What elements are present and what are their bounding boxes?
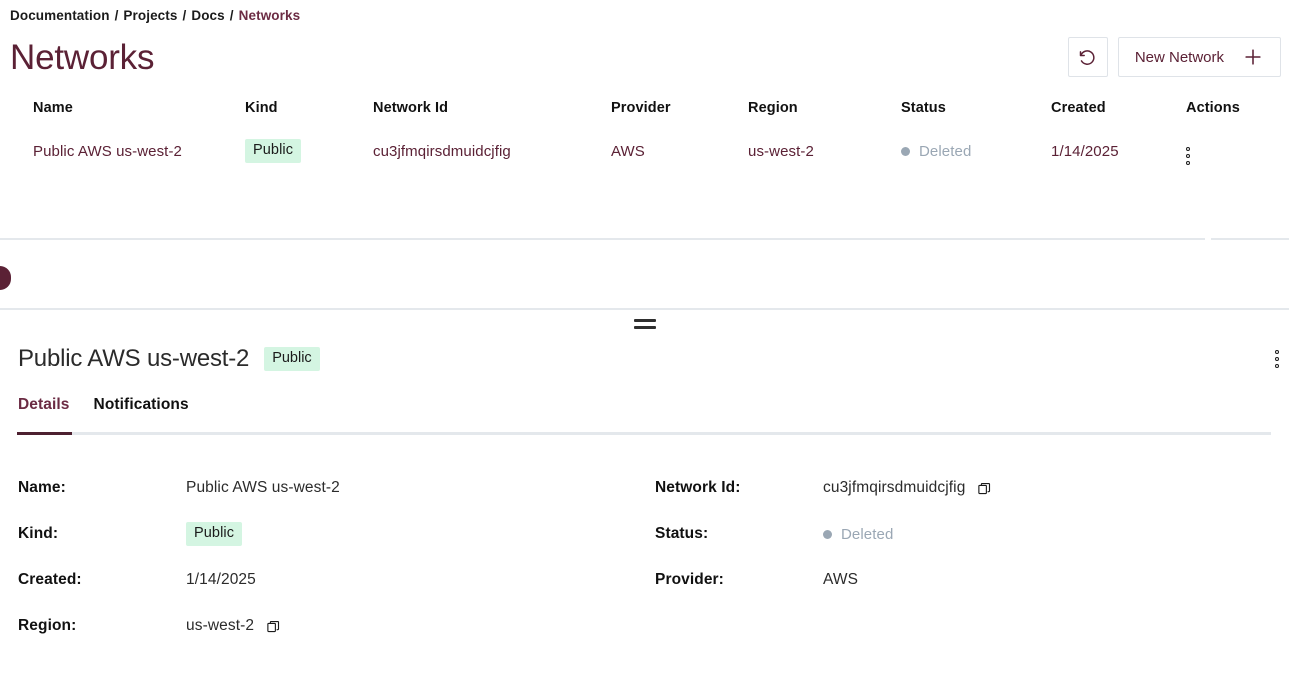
refresh-button[interactable] <box>1067 37 1108 77</box>
detail-title: Public AWS us-west-2 <box>18 345 250 372</box>
refresh-icon <box>1077 47 1098 68</box>
field-kind: Kind: Public <box>18 511 655 557</box>
column-header-provider[interactable]: Provider <box>611 100 671 116</box>
breadcrumb: Documentation / Projects / Docs / Networ… <box>0 0 1289 24</box>
plus-icon <box>1242 46 1264 68</box>
copy-icon[interactable] <box>977 481 992 496</box>
field-label-status: Status: <box>655 525 709 542</box>
breadcrumb-item-docs[interactable]: Docs <box>191 7 225 23</box>
status-label: Deleted <box>919 142 972 160</box>
new-network-label: New Network <box>1134 48 1224 66</box>
field-label-kind: Kind: <box>18 525 59 542</box>
breadcrumb-separator: / <box>229 7 234 23</box>
table-row[interactable]: Public AWS us-west-2 Public cu3jfmqirsdm… <box>0 130 1289 172</box>
panel-resize-handle[interactable] <box>0 310 1289 338</box>
tab-details[interactable]: Details <box>18 396 70 413</box>
drag-handle-icon <box>633 319 656 329</box>
cell-network-id: cu3jfmqirsdmuidcjfig <box>373 142 511 160</box>
kind-badge: Public <box>245 139 302 163</box>
field-status: Status: Deleted <box>655 511 1279 557</box>
field-name: Name: Public AWS us-west-2 <box>18 465 655 511</box>
status-dot-icon <box>901 146 910 156</box>
cell-status: Deleted <box>901 130 1051 172</box>
page-title: Networks <box>10 37 155 77</box>
column-header-kind[interactable]: Kind <box>245 100 278 116</box>
page-header: Networks New Network <box>0 24 1289 90</box>
field-value-status: Deleted <box>823 526 893 543</box>
detail-title-row: Public AWS us-west-2 Public <box>18 345 320 373</box>
field-value-provider: AWS <box>823 571 859 588</box>
detail-panel: Public AWS us-west-2 Public Details Noti… <box>0 338 1289 649</box>
header-actions: New Network <box>1067 37 1281 77</box>
detail-tabs: Details Notifications <box>18 396 1279 432</box>
cell-kind: Public <box>245 130 373 172</box>
field-network-id: Network Id: cu3jfmqirsdmuidcjfig <box>655 465 1279 511</box>
detail-header: Public AWS us-west-2 Public <box>18 338 1279 380</box>
field-label-network-id: Network Id: <box>655 479 741 496</box>
cell-actions <box>1186 130 1289 172</box>
column-header-status[interactable]: Status <box>901 100 946 116</box>
breadcrumb-separator: / <box>182 7 187 23</box>
table-header-divider <box>0 238 1289 240</box>
field-empty-slot <box>655 603 1279 649</box>
active-tab-indicator <box>17 432 72 435</box>
tab-notifications[interactable]: Notifications <box>93 396 189 413</box>
table-header-row: Name Kind Network Id Provider Region Sta… <box>0 90 1289 130</box>
network-id-text: cu3jfmqirsdmuidcjfig <box>823 479 966 496</box>
panel-divider <box>0 308 1289 310</box>
status-badge: Deleted <box>823 526 893 543</box>
detail-kind-badge: Public <box>264 347 320 371</box>
selected-row-indicator <box>0 266 11 290</box>
field-label-name: Name: <box>18 479 66 496</box>
breadcrumb-item-projects[interactable]: Projects <box>123 7 178 23</box>
column-header-name[interactable]: Name <box>33 100 73 116</box>
field-provider: Provider: AWS <box>655 557 1279 603</box>
field-value-name: Public AWS us-west-2 <box>186 479 340 496</box>
column-header-actions: Actions <box>1186 100 1240 116</box>
field-value-region: us-west-2 <box>186 617 281 635</box>
field-created: Created: 1/14/2025 <box>18 557 655 603</box>
tabs-underline <box>17 432 1271 435</box>
status-dot-icon <box>823 529 832 539</box>
cell-region: us-west-2 <box>748 142 814 160</box>
status-badge: Deleted <box>901 143 971 160</box>
new-network-button[interactable]: New Network <box>1117 37 1281 77</box>
networks-table-container: Name Kind Network Id Provider Region Sta… <box>0 90 1289 308</box>
region-text: us-west-2 <box>186 617 255 634</box>
field-region: Region: us-west-2 <box>18 603 655 649</box>
field-value-created: 1/14/2025 <box>186 571 256 588</box>
column-header-region[interactable]: Region <box>748 100 798 116</box>
field-label-provider: Provider: <box>655 571 724 588</box>
column-header-created[interactable]: Created <box>1051 100 1106 116</box>
breadcrumb-separator: / <box>114 7 119 23</box>
breadcrumb-item-documentation[interactable]: Documentation <box>10 7 110 23</box>
kind-badge: Public <box>186 522 243 546</box>
breadcrumb-item-networks[interactable]: Networks <box>238 7 301 23</box>
field-label-region: Region: <box>18 617 77 634</box>
cell-name[interactable]: Public AWS us-west-2 <box>33 142 182 160</box>
field-value-kind: Public <box>186 522 243 546</box>
detail-kebab-menu-icon[interactable] <box>1275 350 1279 368</box>
cell-created: 1/14/2025 <box>1051 142 1119 160</box>
field-label-created: Created: <box>18 571 82 588</box>
field-value-network-id: cu3jfmqirsdmuidcjfig <box>823 479 992 497</box>
column-header-network-id[interactable]: Network Id <box>373 100 449 116</box>
networks-table: Name Kind Network Id Provider Region Sta… <box>0 90 1289 172</box>
row-kebab-menu-icon[interactable] <box>1186 146 1190 165</box>
status-label: Deleted <box>841 525 894 543</box>
cell-provider: AWS <box>611 142 645 160</box>
copy-icon[interactable] <box>266 619 281 634</box>
detail-fields: Name: Public AWS us-west-2 Network Id: c… <box>18 465 1279 649</box>
